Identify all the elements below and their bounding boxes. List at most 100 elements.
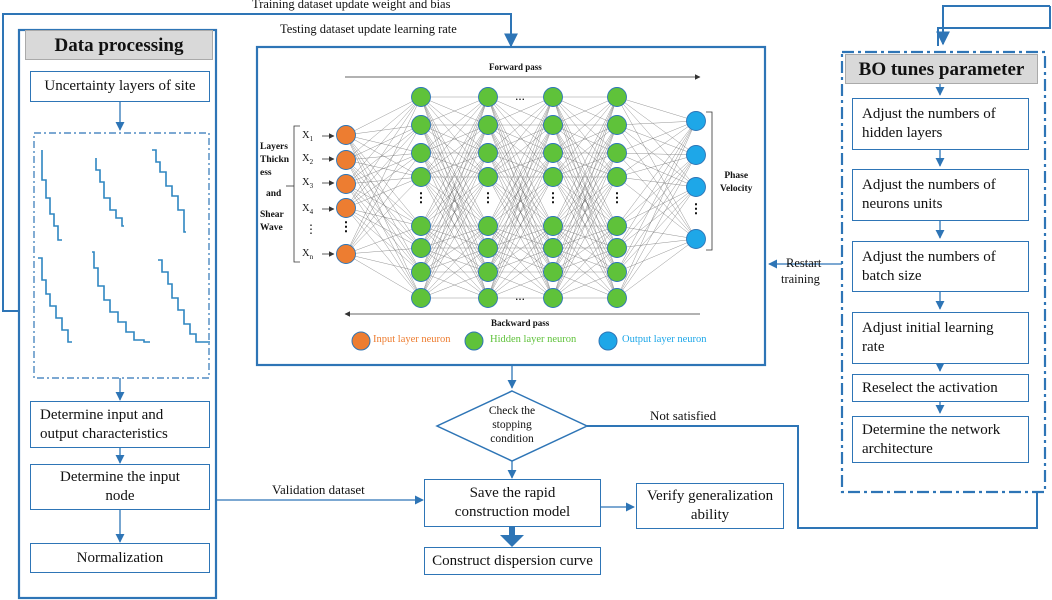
bo-return-line xyxy=(937,6,1051,46)
connection-line xyxy=(552,225,618,249)
connection-line xyxy=(552,124,618,299)
vertical-ellipsis: ⋮ xyxy=(547,190,560,205)
validation-label: Validation dataset xyxy=(272,482,365,497)
hidden-neuron xyxy=(543,288,563,308)
legend-output-label: Output layer neuron xyxy=(622,334,707,345)
training-annotation: Training dataset update weight and bias xyxy=(252,0,451,11)
normalization-box: Normalization xyxy=(30,543,210,573)
connection-line xyxy=(487,96,554,273)
hidden-neuron xyxy=(411,87,431,107)
legend-hidden-circle xyxy=(464,331,484,351)
input-neuron xyxy=(336,198,356,218)
connection-line xyxy=(420,124,489,299)
connection-line xyxy=(345,124,422,161)
bo-return-line-2 xyxy=(936,5,1050,46)
connection-line xyxy=(552,152,618,249)
connection-line xyxy=(552,124,618,178)
hidden-neuron xyxy=(411,167,431,187)
connection-line xyxy=(420,152,489,227)
hidden-neuron xyxy=(411,262,431,282)
connection-line xyxy=(552,96,618,178)
connection-line xyxy=(552,271,618,299)
connection-line xyxy=(487,247,554,299)
connection-line xyxy=(420,176,489,299)
connection-line xyxy=(487,176,554,273)
connection-line xyxy=(487,124,554,227)
vertical-ellipsis: ⋮ xyxy=(690,201,703,216)
connection-line xyxy=(420,96,489,227)
connection-line xyxy=(345,207,422,299)
legend-output-circle xyxy=(598,331,618,351)
connection-line xyxy=(552,124,618,273)
connection-line xyxy=(487,96,554,249)
legend-input-circle xyxy=(351,331,371,351)
hidden-neuron xyxy=(543,216,563,236)
output-neuron xyxy=(686,177,706,197)
connection-line xyxy=(616,152,697,188)
hidden-neuron xyxy=(543,143,563,163)
connection-line xyxy=(420,124,489,227)
backward-pass-label: Backward pass xyxy=(491,318,550,328)
hidden-neuron xyxy=(543,238,563,258)
connection-line xyxy=(345,96,422,161)
connection-line xyxy=(616,152,697,156)
connection-line xyxy=(345,152,422,255)
connection-line xyxy=(345,207,422,249)
hidden-neuron xyxy=(478,216,498,236)
connection-line xyxy=(345,96,422,136)
determine-io-box: Determine input and output characteristi… xyxy=(30,401,210,448)
hidden-neuron xyxy=(411,143,431,163)
input-neuron xyxy=(336,244,356,264)
connection-line xyxy=(345,247,422,255)
hidden-neuron xyxy=(607,167,627,187)
connection-line xyxy=(420,124,489,273)
hidden-neuron xyxy=(478,288,498,308)
connection-line xyxy=(616,120,697,299)
connection-line xyxy=(420,225,489,249)
connection-line xyxy=(552,152,618,299)
connection-line xyxy=(616,186,697,227)
connection-line xyxy=(552,124,618,154)
bo-frame xyxy=(840,50,1047,494)
verify-generalization-box: Verify generalization ability xyxy=(636,483,784,529)
connection-line xyxy=(552,96,618,154)
restart-label-2: training xyxy=(781,272,820,286)
connection-line xyxy=(345,159,422,249)
hidden-neuron xyxy=(411,238,431,258)
restart-label-1: Restart xyxy=(786,256,822,270)
connection-line xyxy=(345,225,422,255)
vertical-ellipsis: ⋮ xyxy=(611,190,624,205)
connection-line xyxy=(616,96,697,240)
input-ellipsis: ⋮ xyxy=(305,222,317,236)
connection-line xyxy=(487,176,554,299)
connection-line xyxy=(345,176,422,209)
connection-line xyxy=(345,96,422,255)
check-condition-text: Check the stopping condition xyxy=(488,405,536,445)
save-model-box: Save the rapid construction model xyxy=(424,479,601,527)
input-variable-label: X2 xyxy=(302,153,314,167)
connection-line xyxy=(616,96,697,188)
uncertainty-layers-box: Uncertainty layers of site xyxy=(30,71,210,102)
connection-line xyxy=(616,186,697,249)
connection-line xyxy=(552,152,618,273)
connection-line xyxy=(345,183,422,299)
connection-line xyxy=(616,124,697,156)
hidden-neuron xyxy=(478,143,498,163)
hidden-neuron xyxy=(543,87,563,107)
network-connections xyxy=(345,96,697,299)
hidden-neuron xyxy=(543,167,563,187)
hidden-neuron xyxy=(607,216,627,236)
connection-line xyxy=(345,124,422,185)
construct-dispersion-box: Construct dispersion curve xyxy=(424,547,601,575)
connection-line xyxy=(616,124,697,188)
testing-annotation: Testing dataset update learning rate xyxy=(280,22,457,36)
connection-line xyxy=(487,271,554,299)
connection-line xyxy=(552,96,618,273)
connection-line xyxy=(487,96,554,227)
connection-line xyxy=(487,152,554,249)
connection-line xyxy=(616,225,697,240)
connection-line xyxy=(345,253,422,273)
hidden-neuron xyxy=(543,115,563,135)
